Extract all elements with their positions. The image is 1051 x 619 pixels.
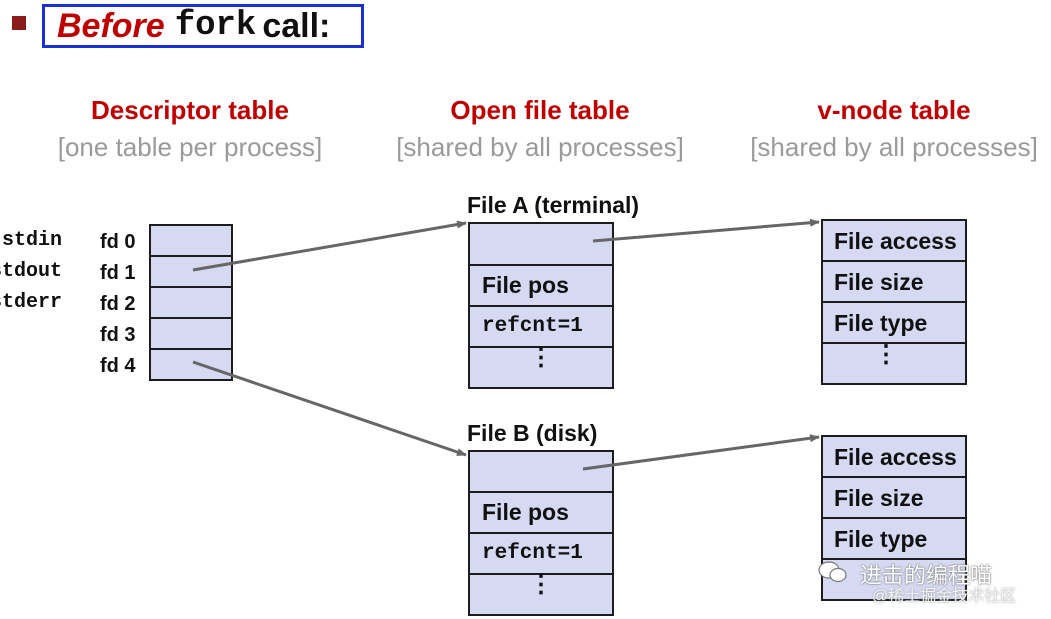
file-b-more-cell [468,573,614,616]
vnode-a-size-cell [821,260,967,303]
vnode-table-subtitle: [shared by all processes] [750,132,1038,162]
fd0-cell [149,224,233,257]
descriptor-table-subtitle: [one table per process] [57,132,323,162]
file-a-more-cell [468,346,614,389]
fd2-cell [149,286,233,319]
file-b-title: File B (disk) [467,420,598,446]
file-b-refcnt-text: refcnt=1 [482,542,583,565]
file-b-refcnt-cell [468,532,614,575]
file-b-top-cell [468,450,614,493]
file-a-top-cell [468,222,614,266]
vnode-a-size-text: File size [834,269,924,295]
arrow-fd1-to-file-a [192,220,467,272]
vnode-b-type-text: File type [834,526,928,552]
file-a-refcnt-text: refcnt=1 [482,315,583,338]
stdout-label: stdout [0,260,63,283]
arrow-fd4-to-file-b [192,360,467,457]
title-before: Before [57,6,165,45]
vnode-a-type-text: File type [834,310,928,336]
vnode-b-more-cell [821,558,967,601]
vnode-b-size-text: File size [834,485,924,511]
file-a-title: File A (terminal) [467,192,640,218]
descriptor-table-header: Descriptor table [one table per process] [10,94,370,164]
vnode-table-title: v-node table [817,95,971,125]
vnode-b-access-cell [821,435,967,478]
title-fork-code: fork [174,7,257,45]
fd4-label: fd 4 [100,355,136,377]
title-call: call: [262,6,331,45]
watermark-line2: @稀土掘金技术社区 [872,588,1017,605]
arrow-file-b-to-vnode-b [582,434,820,471]
fd4-cell [149,348,233,381]
open-file-table-title: Open file table [450,95,630,125]
watermark-line1: 进击的编程喵 [860,563,993,588]
stderr-label: stderr [0,291,63,314]
vnode-b-access-text: File access [834,444,957,470]
stdin-label: stdin [2,229,63,252]
open-file-table-subtitle: [shared by all processes] [396,132,684,162]
open-file-table-header: Open file table [shared by all processes… [360,94,720,164]
fd1-label: fd 1 [100,262,136,284]
file-b-pos-text: File pos [482,499,569,525]
vnode-a-access-text: File access [834,228,957,254]
arrow-file-a-to-vnode-a [592,218,820,243]
vnode-a-more-cell [821,342,967,385]
fd3-label: fd 3 [100,324,136,346]
file-a-pos-cell [468,264,614,307]
fd0-label: fd 0 [100,231,136,253]
slide-title: Before fork call: [42,4,364,48]
fd2-label: fd 2 [100,293,136,315]
vnode-table-header: v-node table [shared by all processes] [714,94,1051,164]
vnode-b-type-cell [821,517,967,560]
bullet-square [12,16,26,30]
wechat-logo-icon [818,560,848,584]
descriptor-table-title: Descriptor table [91,95,289,125]
file-a-pos-text: File pos [482,272,569,298]
